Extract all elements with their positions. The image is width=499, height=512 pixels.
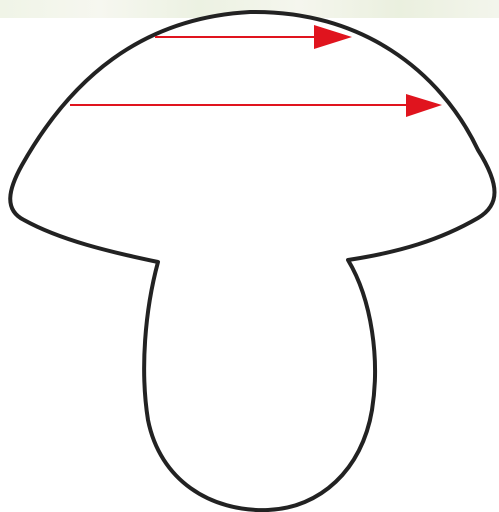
mushroom-outline: [10, 12, 494, 510]
